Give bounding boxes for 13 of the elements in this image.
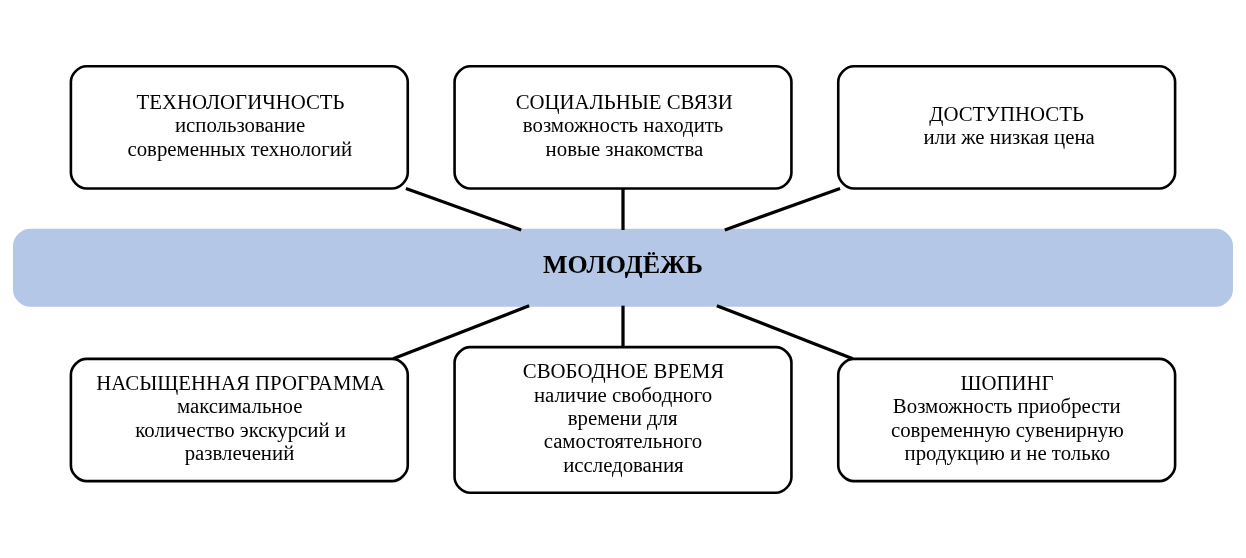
node-box: ДОСТУПНОСТЬ или же низкая цена: [836, 64, 1177, 190]
connector: [621, 188, 625, 230]
connector: [716, 303, 854, 360]
node-box: ШОПИНГ Возможность приобрести современную сувенирную продукцию и не только: [836, 357, 1177, 482]
node-box: СВОБОДНОЕ ВРЕМЯ наличие свободного времени для самостоятельного исследования: [453, 345, 793, 494]
connector: [621, 305, 625, 347]
connector: [724, 186, 841, 231]
connector: [405, 186, 522, 231]
node-box: ТЕХНОЛОГИЧНОСТЬ использование современных технологий: [69, 64, 410, 190]
node-box: МОЛОДЁЖЬ: [13, 228, 1233, 307]
node-box: СОЦИАЛЬНЫЕ СВЯЗИ возможность находить новые знакомства: [453, 64, 793, 190]
node-box: НАСЫЩЕННАЯ ПРОГРАММА максимальное количество экскурсий и развлечений: [69, 357, 410, 482]
connector: [392, 303, 530, 360]
